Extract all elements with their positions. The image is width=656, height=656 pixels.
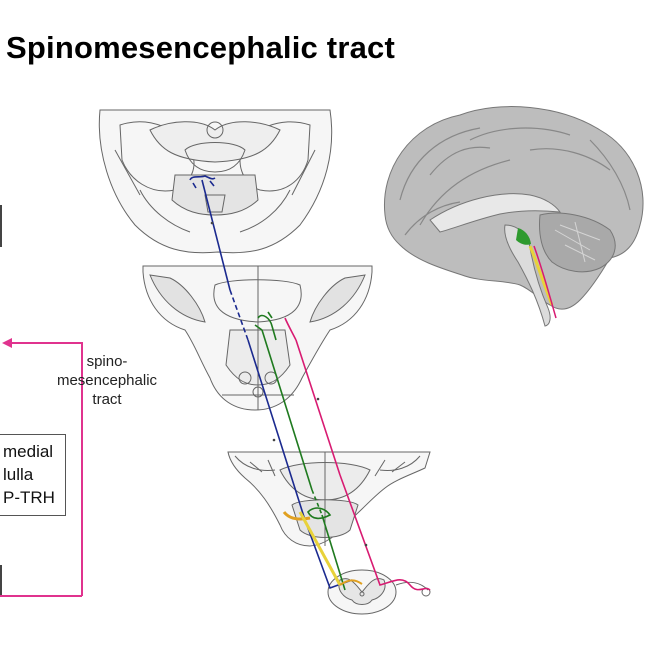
left-edge-marks	[0, 205, 2, 595]
tract-label-line-1: spino-	[86, 353, 128, 370]
tract-label-line-3: tract	[92, 391, 122, 408]
feedback-arrow	[0, 338, 83, 597]
side-box-line-3: P-TRH	[3, 488, 55, 507]
medulla-section	[227, 451, 431, 547]
side-box-line-1: medial	[3, 442, 54, 461]
brain-sagittal-image	[383, 106, 644, 327]
tract-label: spino- mesencephalic tract	[52, 352, 162, 409]
yellow-pathway	[282, 511, 363, 586]
green-pathway	[254, 311, 346, 591]
magenta-pathway	[284, 317, 431, 591]
pons-section	[142, 265, 373, 411]
side-box: medial lulla P-TRH	[0, 434, 66, 516]
tract-arrow-marks	[210, 221, 368, 547]
arrow-head-icon	[2, 338, 12, 348]
spinal-cord-section	[327, 569, 431, 615]
tract-label-line-2: mesencephalic	[56, 372, 158, 389]
page-title: Spinomesencephalic tract	[6, 30, 395, 65]
side-box-line-2: lulla	[3, 465, 34, 484]
